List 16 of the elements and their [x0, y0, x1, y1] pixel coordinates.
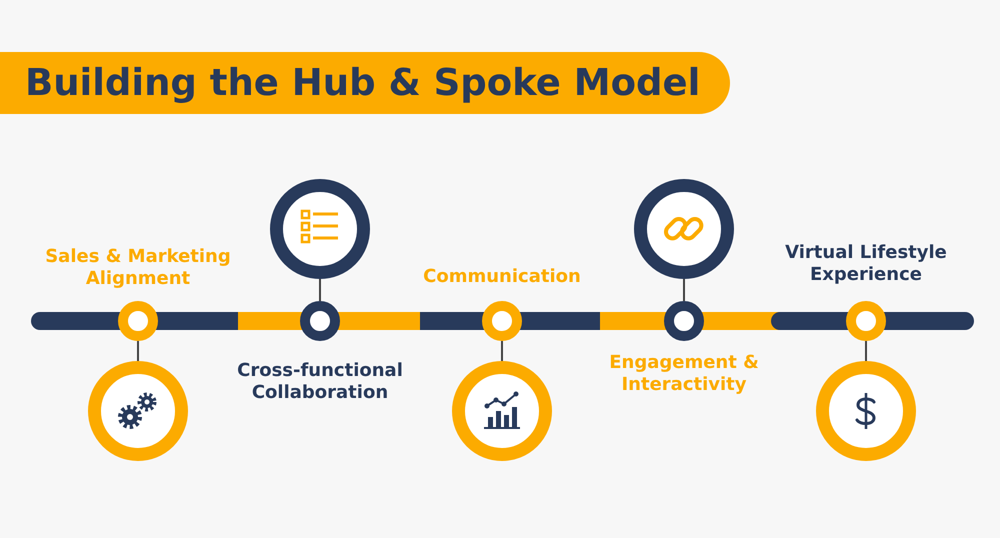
connector-line [865, 341, 867, 361]
step-label: Cross-functional Collaboration [236, 360, 404, 404]
title-banner: Building the Hub & Spoke Model [0, 52, 730, 114]
timeline-dot [664, 301, 704, 341]
connector-line [137, 341, 139, 361]
timeline-dot [846, 301, 886, 341]
connector-line [319, 279, 321, 301]
step-label: Engagement & Interactivity [608, 352, 760, 396]
connector-line [683, 279, 685, 301]
timeline-dot [482, 301, 522, 341]
timeline-dot [118, 301, 158, 341]
step-label: Virtual Lifestyle Experience [784, 242, 948, 286]
connector-line [501, 341, 503, 361]
step-label: Sales & Marketing Alignment [44, 246, 232, 290]
timeline-dot [300, 301, 340, 341]
step-label: Communication [422, 266, 582, 288]
